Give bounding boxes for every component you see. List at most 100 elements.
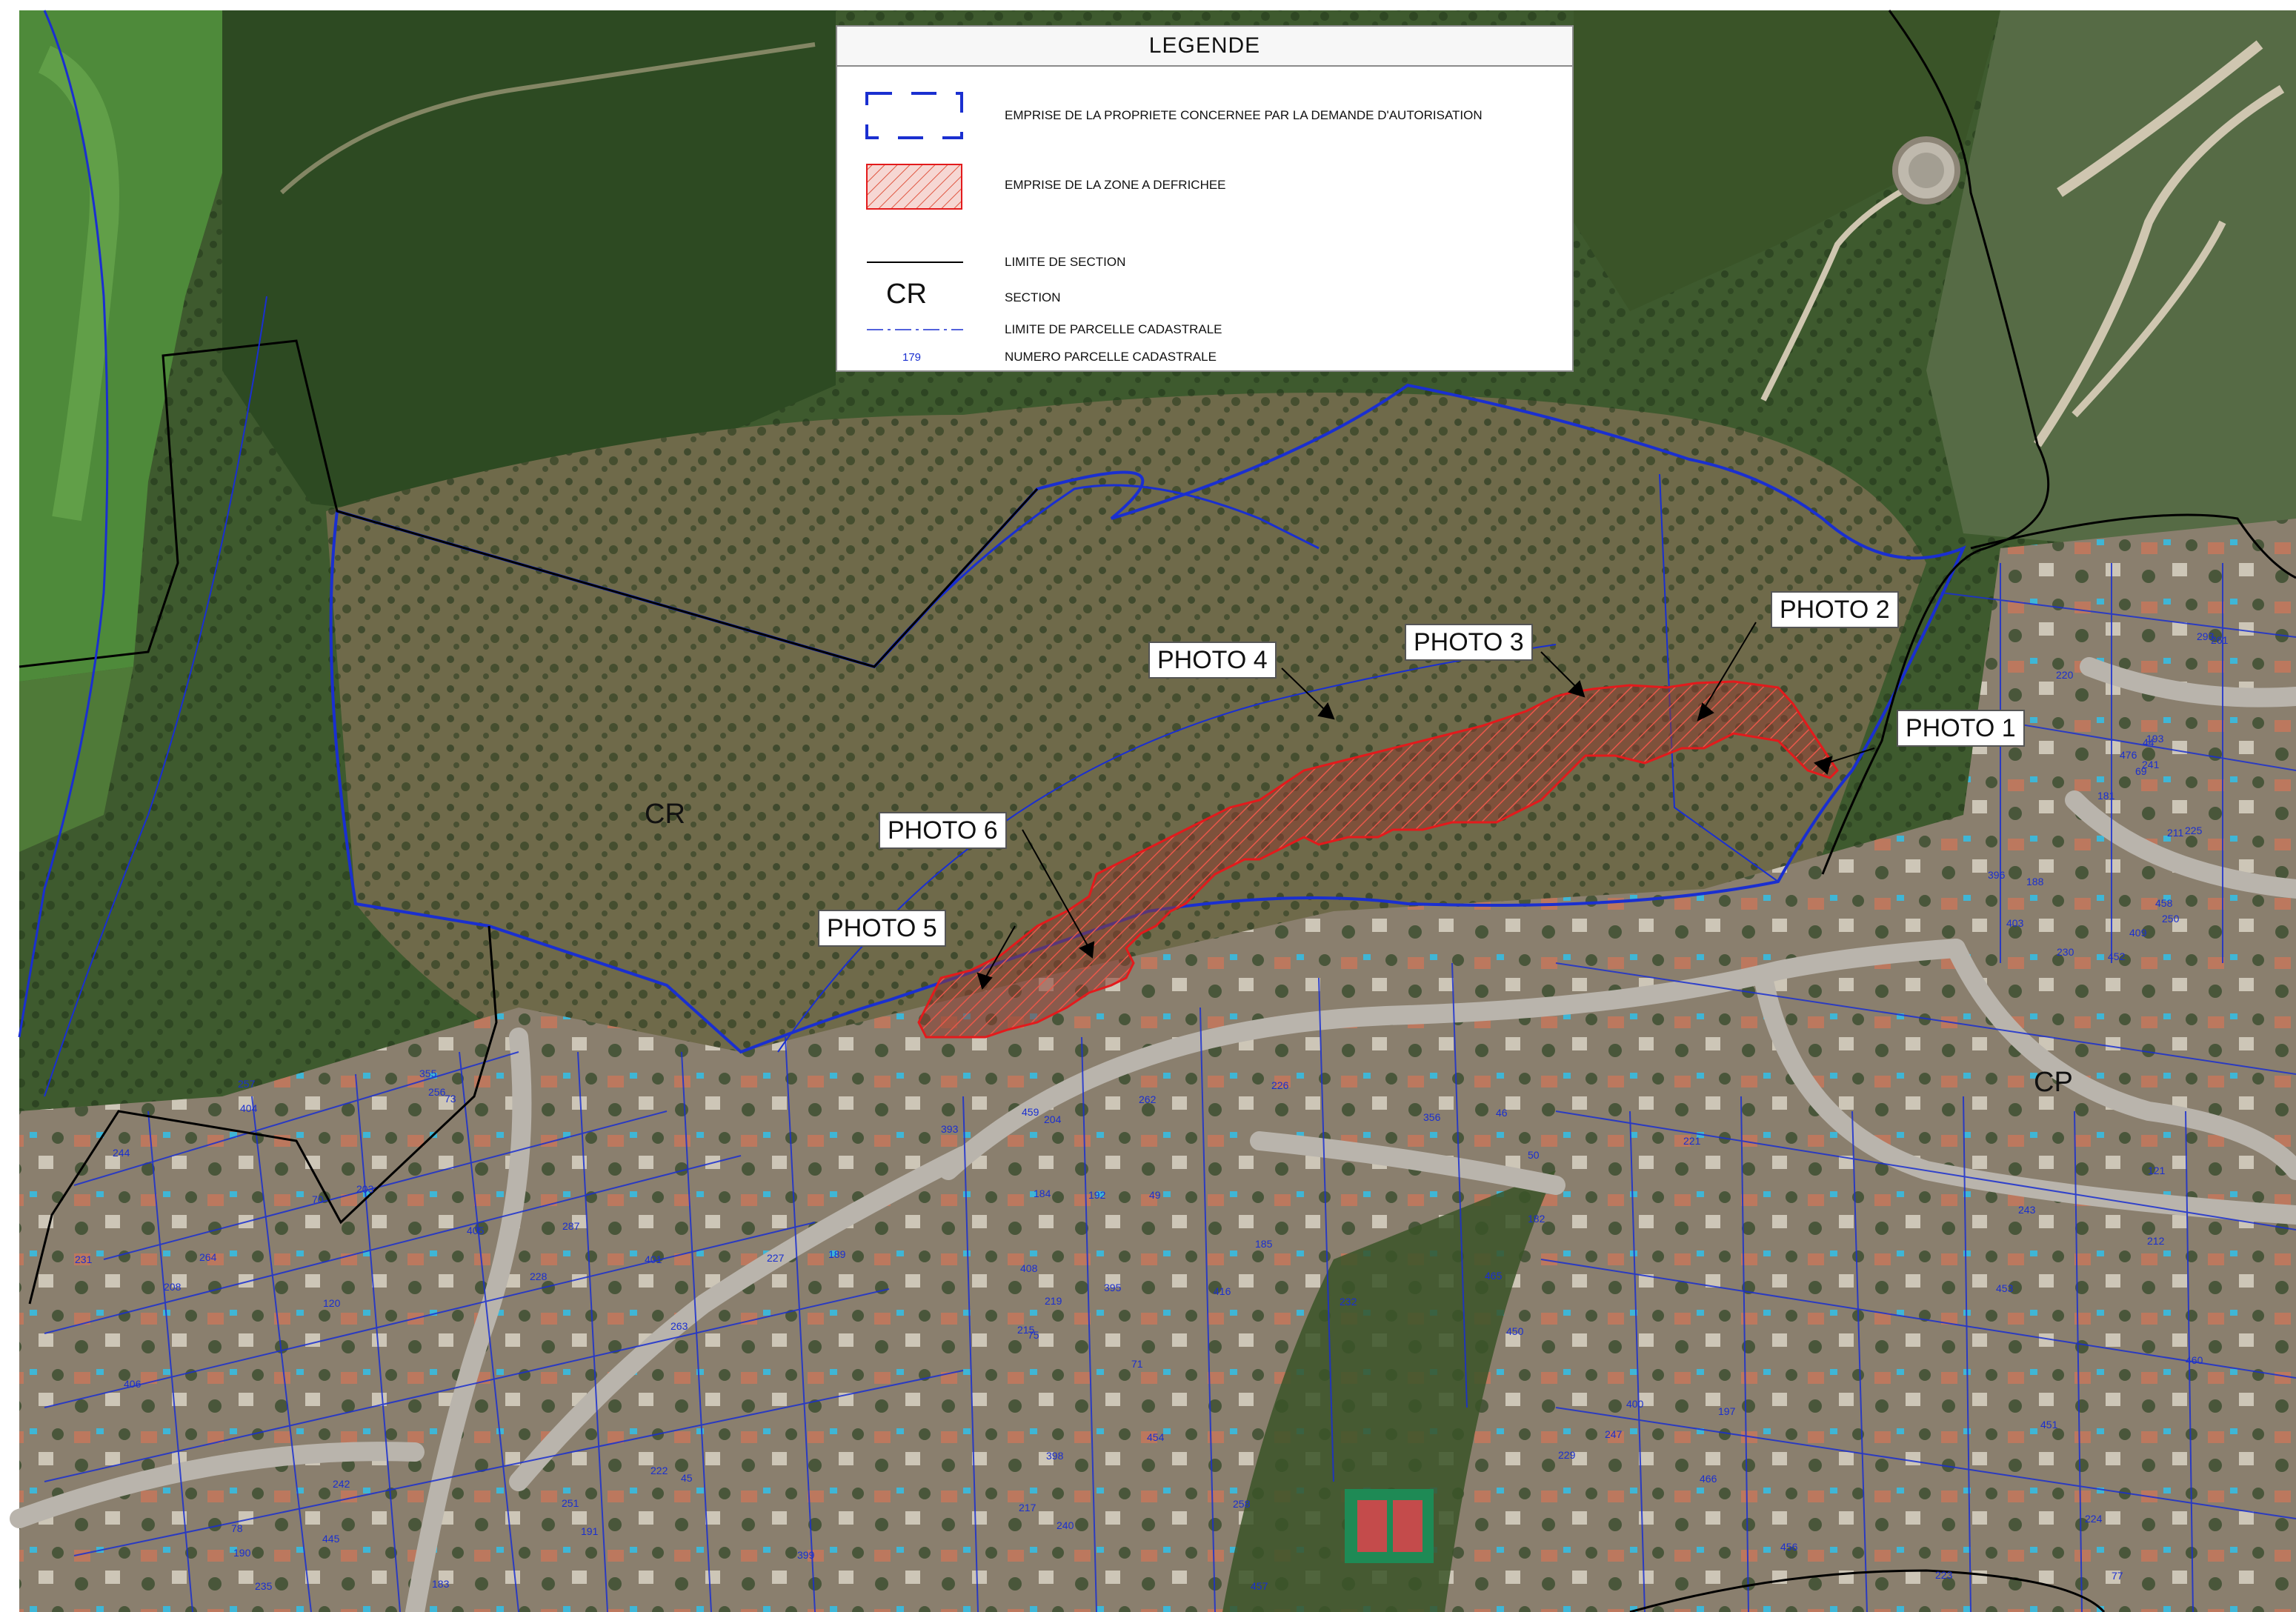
parcel-number: 120 bbox=[323, 1297, 341, 1309]
parcel-number: 457 bbox=[1251, 1580, 1268, 1592]
parcel-number: 257 bbox=[238, 1078, 256, 1090]
parcel-number: 458 bbox=[2155, 897, 2173, 909]
parcel-number: 240 bbox=[1057, 1519, 1074, 1531]
dashed-blue-rectangle-icon bbox=[865, 92, 963, 139]
parcel-number: 404 bbox=[240, 1102, 258, 1114]
parcel-number: 256 bbox=[428, 1086, 446, 1098]
legend-text-section-limit: LIMITE DE SECTION bbox=[1005, 255, 1126, 269]
parcel-number: 204 bbox=[1044, 1113, 1062, 1125]
legend-item-parcel-number: 179 NUMERO PARCELLE CADASTRALE bbox=[837, 347, 1572, 369]
parcel-number: 395 bbox=[1104, 1282, 1122, 1293]
parcel-number: 263 bbox=[671, 1320, 688, 1332]
legend-item-clearing: EMPRISE DE LA ZONE A DEFRICHEE bbox=[837, 160, 1572, 212]
parcel-number: 77 bbox=[2112, 1570, 2123, 1582]
parcel-number: 69 bbox=[2135, 765, 2147, 777]
parcel-number: 251 bbox=[562, 1497, 579, 1509]
parcel-number: 401 bbox=[645, 1253, 662, 1265]
parcel-number: 456 bbox=[1780, 1541, 1798, 1553]
legend-text-parcel-number: NUMERO PARCELLE CADASTRALE bbox=[1005, 350, 1217, 364]
parcel-number: 460 bbox=[2186, 1354, 2203, 1366]
parcel-number: 403 bbox=[2006, 917, 2024, 929]
parcel-number: 44 bbox=[2143, 736, 2154, 748]
parcel-number: 208 bbox=[164, 1281, 182, 1293]
parcel-number: 450 bbox=[1506, 1325, 1524, 1337]
parcel-number: 241 bbox=[2142, 759, 2160, 770]
parcel-number: 356 bbox=[1423, 1111, 1441, 1123]
parcel-number: 405 bbox=[467, 1225, 485, 1236]
parcel-number: 355 bbox=[419, 1068, 437, 1079]
thin-blue-line-icon bbox=[867, 329, 963, 330]
parcel-number: 73 bbox=[445, 1093, 456, 1105]
parcel-number: 287 bbox=[562, 1220, 580, 1232]
legend-title: LEGENDE bbox=[837, 27, 1572, 67]
parcel-number: 416 bbox=[1214, 1285, 1231, 1297]
parcel-number: 50 bbox=[1528, 1149, 1540, 1161]
parcel-number: 193 bbox=[2146, 733, 2164, 745]
parcel-number: 192 bbox=[1088, 1189, 1106, 1201]
parcel-number: 229 bbox=[1558, 1449, 1576, 1461]
parcel-number: 400 bbox=[1626, 1398, 1644, 1410]
photo-direction-arrow-icon bbox=[1814, 756, 1833, 775]
parcel-number: 261 bbox=[2211, 634, 2229, 646]
parcel-number: 211 bbox=[2167, 827, 2184, 839]
parcel-number: 242 bbox=[333, 1478, 350, 1490]
legend-item-section-limit: LIMITE DE SECTION bbox=[837, 247, 1572, 277]
parcel-number: 203 bbox=[356, 1183, 374, 1195]
section-label-cp: CP bbox=[2034, 1067, 2073, 1098]
photo-direction-arrow-icon bbox=[1317, 702, 1335, 720]
parcel-number: 222 bbox=[650, 1465, 668, 1476]
parcel-number: 466 bbox=[1700, 1473, 1717, 1485]
parcel-number: 243 bbox=[2018, 1204, 2036, 1216]
parcel-number: 183 bbox=[432, 1578, 450, 1590]
parcel-number: 46 bbox=[1496, 1107, 1508, 1119]
legend-text-parcel-limit: LIMITE DE PARCELLE CADASTRALE bbox=[1005, 322, 1222, 336]
parcel-number: 225 bbox=[2185, 825, 2203, 836]
legend-item-property: EMPRISE DE LA PROPRIETE CONCERNEE PAR LA… bbox=[837, 86, 1572, 145]
legend-text-property: EMPRISE DE LA PROPRIETE CONCERNEE PAR LA… bbox=[1005, 108, 1483, 122]
parcel-number: 221 bbox=[1683, 1135, 1701, 1147]
parcel-number: 244 bbox=[113, 1147, 130, 1159]
red-hatched-rectangle-icon bbox=[866, 164, 962, 210]
parcel-number: 226 bbox=[1271, 1079, 1289, 1091]
parcel-number: 71 bbox=[1131, 1358, 1143, 1370]
parcel-number: 264 bbox=[199, 1251, 217, 1263]
parcel-number: 212 bbox=[2147, 1235, 2165, 1247]
photo-direction-arrow-icon bbox=[1079, 941, 1095, 959]
photo-direction-arrow-icon bbox=[976, 972, 993, 990]
photo-label-3: PHOTO 3 bbox=[1405, 624, 1533, 661]
parcel-number: 121 bbox=[2148, 1165, 2166, 1176]
parcel-number: 219 bbox=[1045, 1295, 1062, 1307]
parcel-number: 262 bbox=[1139, 1093, 1157, 1105]
parcel-number: 393 bbox=[941, 1123, 959, 1135]
parcel-number: 451 bbox=[2040, 1419, 2058, 1431]
photo-label-5: PHOTO 5 bbox=[818, 910, 946, 947]
parcel-number: 476 bbox=[2120, 749, 2137, 761]
legend-item-section: CR SECTION bbox=[837, 279, 1572, 316]
photo-label-2: PHOTO 2 bbox=[1771, 591, 1899, 628]
parcel-number: 220 bbox=[2056, 669, 2074, 681]
parcel-number: 185 bbox=[1255, 1238, 1273, 1250]
parcel-number: 49 bbox=[1149, 1189, 1161, 1201]
parcel-number: 293 bbox=[2197, 630, 2215, 642]
parcel-number: 78 bbox=[231, 1522, 243, 1534]
parcel-number: 247 bbox=[1605, 1428, 1623, 1440]
parcel-number: 223 bbox=[1935, 1569, 1953, 1581]
parcel-number: 224 bbox=[2085, 1513, 2103, 1525]
photo-direction-arrow-icon bbox=[1568, 680, 1585, 698]
parcel-number: 258 bbox=[1233, 1498, 1251, 1510]
parcel-number: 445 bbox=[322, 1533, 340, 1545]
parcel-number: 406 bbox=[124, 1378, 142, 1390]
parcel-number: 232 bbox=[1340, 1296, 1357, 1308]
parcel-number: 45 bbox=[681, 1472, 693, 1484]
parcel-number: 452 bbox=[2108, 950, 2126, 962]
legend-section-code: CR bbox=[886, 279, 927, 310]
legend-text-section: SECTION bbox=[1005, 290, 1061, 304]
photo-label-6: PHOTO 6 bbox=[879, 812, 1007, 849]
parcel-number: 230 bbox=[2057, 946, 2074, 958]
legend-panel: LEGENDE EMPRISE DE LA PROPRIETE CONCERNE… bbox=[836, 25, 1574, 372]
photo-label-4: PHOTO 4 bbox=[1148, 642, 1277, 679]
parcel-number: 227 bbox=[767, 1252, 785, 1264]
legend-text-clearing: EMPRISE DE LA ZONE A DEFRICHEE bbox=[1005, 178, 1226, 192]
parcel-number: 197 bbox=[1718, 1405, 1736, 1417]
parcel-number: 191 bbox=[581, 1525, 599, 1537]
